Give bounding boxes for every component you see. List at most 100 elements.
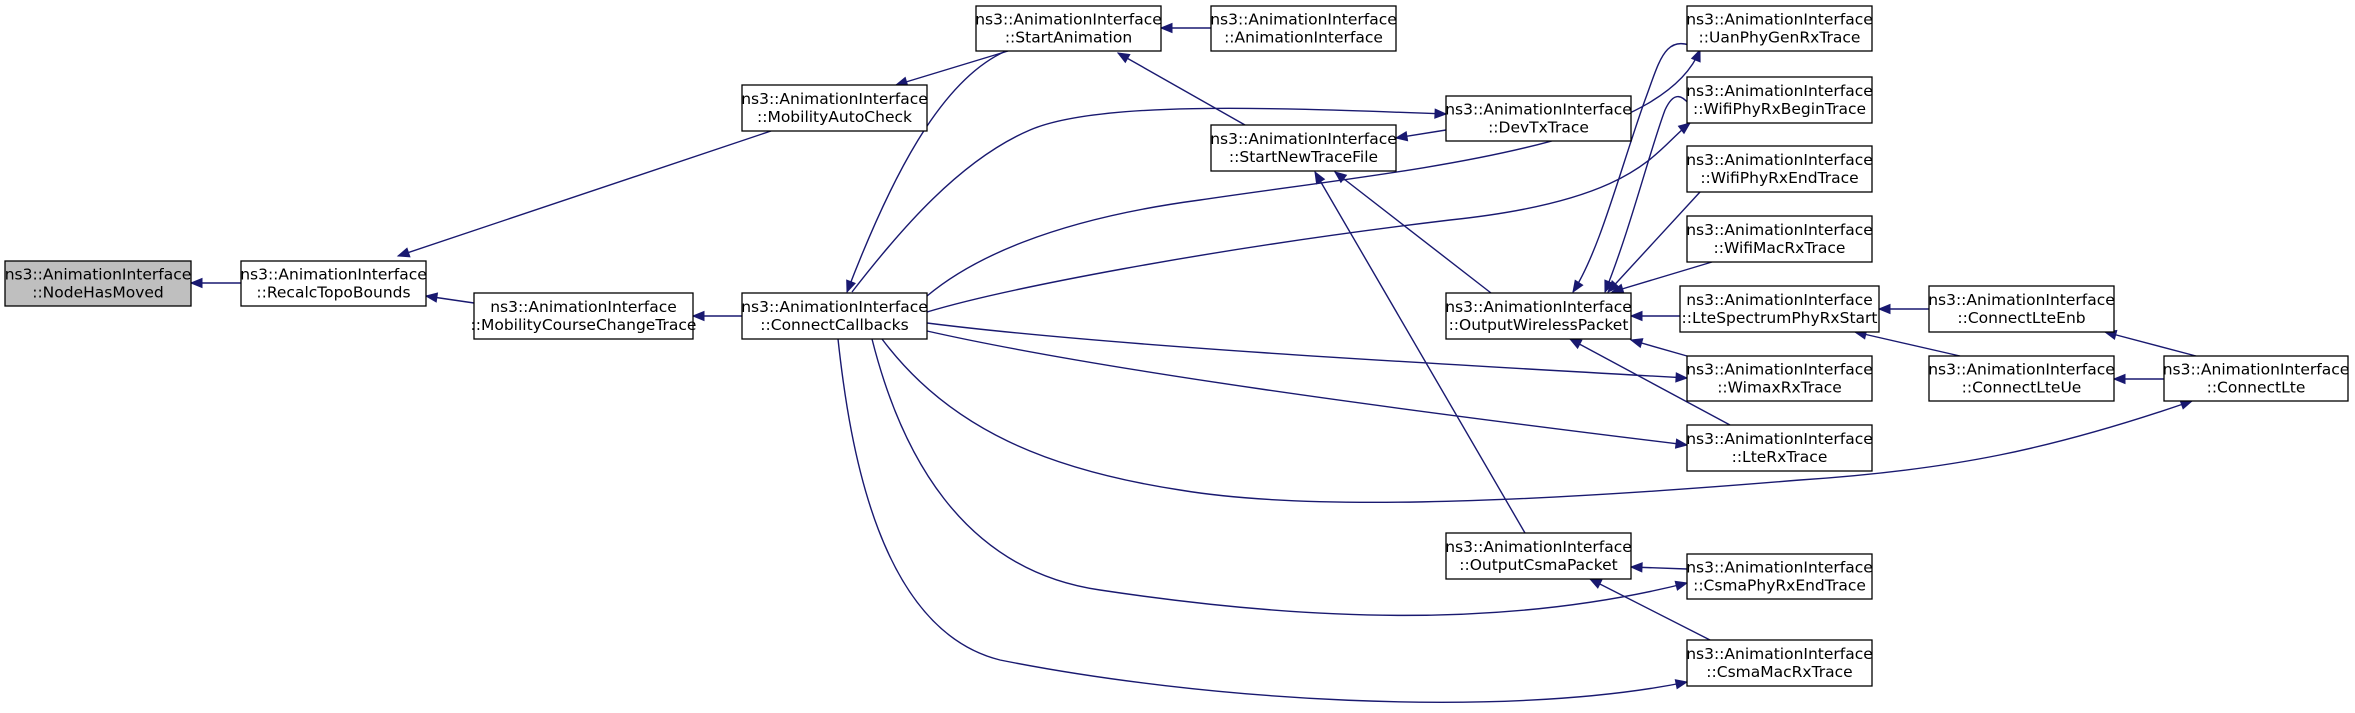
node-method-label: ::NodeHasMoved	[32, 284, 164, 302]
arrow-head	[1674, 438, 1689, 449]
node-class-label: ns3::AnimationInterface	[1445, 538, 1632, 556]
node-box	[1445, 292, 1632, 340]
node-method-label: ::LteRxTrace	[1732, 448, 1828, 466]
edges-layer	[189, 22, 2197, 703]
call-edge-n8-n7	[1394, 129, 1447, 142]
arrow-head	[396, 247, 411, 258]
edge-line	[881, 338, 2193, 504]
edge-line	[1611, 261, 1713, 293]
edge-line	[926, 322, 1688, 379]
arrow-head	[1159, 22, 1173, 34]
function-node-n16[interactable]: ns3::AnimationInterface::WimaxRxTrace	[1686, 355, 1873, 402]
node-class-label: ns3::AnimationInterface	[5, 266, 192, 284]
call-edge-n18-n10	[1629, 562, 1688, 573]
node-class-label: ns3::AnimationInterface	[741, 298, 928, 316]
node-class-label: ns3::AnimationInterface	[1686, 221, 1873, 239]
node-method-label: ::UanPhyGenRxTrace	[1699, 29, 1861, 47]
function-node-n14[interactable]: ns3::AnimationInterface::WifiMacRxTrace	[1686, 215, 1873, 263]
arrow-head	[1629, 310, 1643, 322]
function-node-n7[interactable]: ns3::AnimationInterface::StartNewTraceFi…	[1210, 124, 1397, 172]
call-edge-n10-n7	[1314, 170, 1526, 534]
node-class-label: ns3::AnimationInterface	[1686, 559, 1873, 577]
function-node-n0[interactable]: ns3::AnimationInterface::NodeHasMoved	[4, 260, 192, 307]
node-box	[1686, 215, 1873, 263]
arrow-head	[1674, 580, 1689, 591]
node-class-label: ns3::AnimationInterface	[490, 298, 677, 316]
node-box	[975, 5, 1162, 52]
node-class-label: ns3::AnimationInterface	[1445, 298, 1632, 316]
edge-line	[926, 49, 1701, 297]
call-edge-n5-n17	[926, 330, 1689, 449]
call-edge-n5-n3	[691, 310, 742, 322]
node-method-label: ::StartAnimation	[1005, 29, 1132, 47]
function-node-n12[interactable]: ns3::AnimationInterface::WifiPhyRxBeginT…	[1686, 76, 1873, 124]
call-edge-n16-n9	[1629, 338, 1688, 357]
edge-line	[1604, 96, 1701, 293]
function-node-n13[interactable]: ns3::AnimationInterface::WifiPhyRxEndTra…	[1686, 145, 1873, 193]
call-edge-n11-n9	[1572, 43, 1701, 294]
call-edge-n5-n8	[851, 107, 1448, 293]
function-node-n19[interactable]: ns3::AnimationInterface::CsmaMacRxTrace	[1686, 639, 1873, 687]
function-node-n3[interactable]: ns3::AnimationInterface::MobilityCourseC…	[471, 292, 697, 340]
call-edge-n14-n9	[1610, 261, 1713, 294]
function-node-n21[interactable]: ns3::AnimationInterface::ConnectLteUe	[1928, 355, 2115, 402]
node-class-label: ns3::AnimationInterface	[1686, 82, 1873, 100]
node-class-label: ns3::AnimationInterface	[1686, 361, 1873, 379]
function-node-n9[interactable]: ns3::AnimationInterface::OutputWirelessP…	[1445, 292, 1632, 340]
call-edge-n22-n21	[2112, 373, 2164, 385]
function-node-n22[interactable]: ns3::AnimationInterface::ConnectLte	[2163, 355, 2350, 402]
function-node-n2[interactable]: ns3::AnimationInterface::MobilityAutoChe…	[741, 84, 928, 132]
node-method-label: ::AnimationInterface	[1224, 29, 1383, 47]
node-method-label: ::RecalcTopoBounds	[256, 284, 410, 302]
node-class-label: ns3::AnimationInterface	[1686, 430, 1873, 448]
node-box	[473, 292, 694, 340]
arrow-head	[1434, 108, 1448, 119]
arrow-head	[1677, 122, 1692, 135]
node-box	[1686, 5, 1873, 52]
edge-line	[2104, 331, 2197, 357]
function-node-n5[interactable]: ns3::AnimationInterface::ConnectCallback…	[741, 292, 928, 340]
function-node-n20[interactable]: ns3::AnimationInterface::ConnectLteEnb	[1928, 285, 2115, 333]
edge-line	[871, 338, 1688, 617]
function-node-n17[interactable]: ns3::AnimationInterface::LteRxTrace	[1686, 424, 1873, 472]
node-class-label: ns3::AnimationInterface	[1210, 11, 1397, 29]
call-edge-n22-n20	[2103, 329, 2197, 357]
call-edge-n5-n4	[846, 50, 1007, 294]
call-edge-n20-n15	[1877, 303, 1929, 315]
edge-line	[926, 122, 1691, 313]
arrow-head	[691, 310, 705, 322]
function-node-n4[interactable]: ns3::AnimationInterface::StartAnimation	[975, 5, 1162, 52]
function-node-n1[interactable]: ns3::AnimationInterface::RecalcTopoBound…	[240, 260, 427, 307]
function-node-n10[interactable]: ns3::AnimationInterface::OutputCsmaPacke…	[1445, 532, 1632, 580]
node-method-label: ::ConnectLteUe	[1962, 379, 2082, 397]
edge-line	[397, 130, 772, 257]
node-class-label: ns3::AnimationInterface	[240, 266, 427, 284]
arrow-head	[1690, 48, 1701, 63]
node-method-label: ::MobilityCourseChangeTrace	[471, 316, 697, 334]
node-box	[1686, 145, 1873, 193]
arrow-head	[1607, 280, 1620, 293]
node-method-label: ::CsmaPhyRxEndTrace	[1693, 577, 1866, 595]
function-node-n11[interactable]: ns3::AnimationInterface::UanPhyGenRxTrac…	[1686, 5, 1873, 52]
node-box	[1686, 553, 1873, 600]
arrow-head	[1394, 130, 1409, 142]
node-method-label: ::ConnectLteEnb	[1957, 309, 2085, 327]
node-class-label: ns3::AnimationInterface	[2163, 361, 2350, 379]
function-node-n8[interactable]: ns3::AnimationInterface::DevTxTrace	[1445, 95, 1632, 142]
node-box	[1679, 285, 1880, 333]
node-box	[2163, 355, 2349, 402]
call-edge-n5-n19	[837, 338, 1689, 703]
node-class-label: ns3::AnimationInterface	[1686, 291, 1873, 309]
function-node-n6[interactable]: ns3::AnimationInterface::AnimationInterf…	[1210, 5, 1397, 52]
function-node-n18[interactable]: ns3::AnimationInterface::CsmaPhyRxEndTra…	[1686, 553, 1873, 600]
call-edge-n4-n2	[894, 50, 1009, 87]
arrow-head	[1674, 679, 1689, 690]
function-node-n15[interactable]: ns3::AnimationInterface::LteSpectrumPhyR…	[1679, 285, 1880, 333]
node-method-label: ::WimaxRxTrace	[1717, 379, 1842, 397]
call-edge-n9-n7	[1333, 171, 1492, 294]
call-edge-n5-n18	[871, 338, 1689, 617]
node-box	[1210, 5, 1397, 52]
node-method-label: ::DevTxTrace	[1488, 119, 1589, 137]
call-edge-n5-n22	[881, 338, 2194, 504]
